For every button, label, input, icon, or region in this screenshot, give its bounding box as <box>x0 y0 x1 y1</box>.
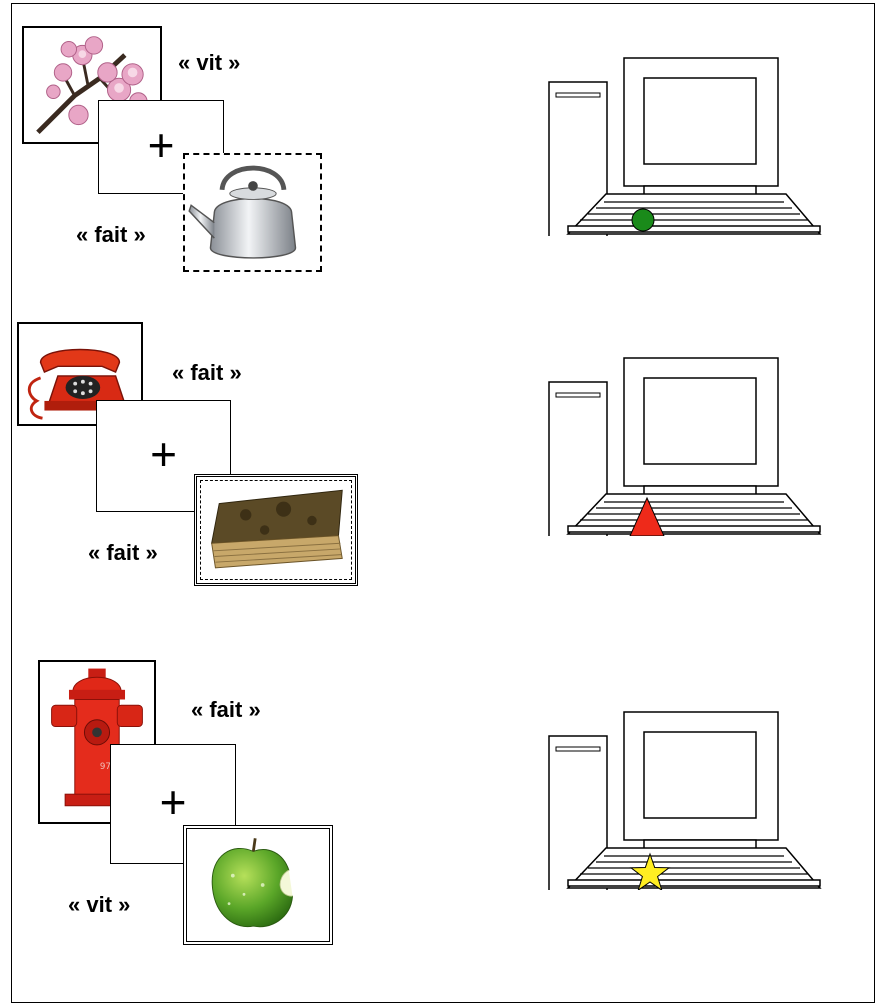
svg-text:97: 97 <box>100 762 111 772</box>
computer-response-triangle <box>546 356 826 539</box>
prime-card-fire-hydrant: 97 <box>38 660 156 824</box>
fire-hydrant-image: 97 <box>51 668 143 807</box>
old-books-image <box>211 489 343 569</box>
computer-response-circle <box>546 56 826 239</box>
trial-3: 97 « fait » + « vit » <box>0 0 878 945</box>
red-telephone-image <box>27 348 130 420</box>
kettle-image <box>188 165 297 259</box>
trial-1: « vit » + « fait » <box>0 0 878 320</box>
fixation-cross: + <box>147 119 175 172</box>
prime-word: « vit » <box>178 50 241 75</box>
target-card-kettle <box>183 153 322 272</box>
trial-2: « fait » + « fait » <box>0 0 878 586</box>
target-card-green-apple <box>183 825 333 945</box>
yellow-star-key <box>629 852 671 892</box>
target-card-old-books <box>194 474 358 586</box>
computer-response-star <box>546 710 826 893</box>
fixation-cross: + <box>159 776 187 829</box>
green-circle-key <box>631 208 655 232</box>
figure-frame <box>11 3 875 1003</box>
prime-word: « fait » <box>191 697 261 722</box>
prime-word: « fait » <box>172 360 242 385</box>
target-word: « vit » <box>68 892 131 917</box>
target-word: « fait » <box>76 222 146 247</box>
target-word: « fait » <box>88 540 158 565</box>
green-apple-image <box>211 838 294 928</box>
fixation-card: + <box>110 744 236 864</box>
fixation-cross: + <box>150 428 177 481</box>
